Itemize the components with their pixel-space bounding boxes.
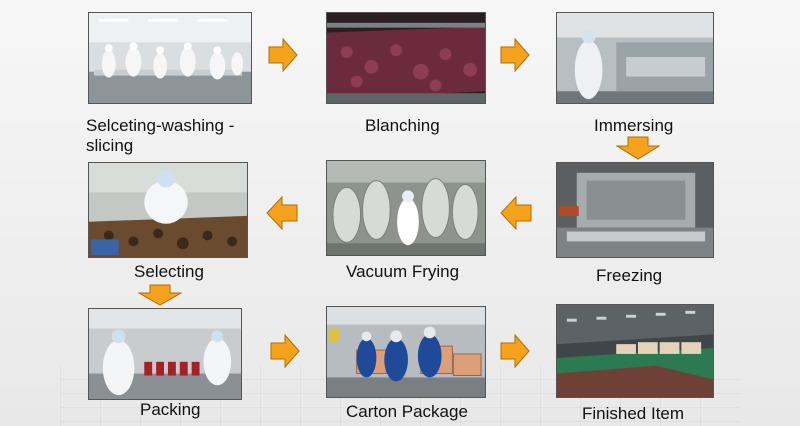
step-label: Immersing (594, 116, 674, 135)
step-label: Selceting-washing - slicing (86, 116, 235, 155)
step-label: Finished Item (582, 404, 685, 423)
photo-packing (88, 308, 242, 400)
step-label: Vacuum Frying (346, 262, 460, 281)
photo-vacuum-frying (326, 160, 486, 256)
step-label: Freezing (596, 266, 663, 285)
arrow-right-icon (268, 38, 298, 72)
arrow-left-icon (500, 196, 532, 230)
arrow-down-icon (138, 284, 182, 306)
arrow-right-icon (500, 38, 530, 72)
arrow-down-icon (616, 136, 660, 160)
photo-freezing (556, 162, 714, 258)
photo-selecting (88, 162, 248, 258)
photo-finished-item (556, 304, 714, 398)
photo-selecting-washing-slicing (88, 12, 252, 104)
photo-blanching (326, 12, 486, 104)
step-label: Blanching (365, 116, 440, 135)
arrow-right-icon (270, 334, 300, 368)
step-label: Selecting (134, 262, 204, 281)
step-label: Packing (140, 400, 201, 419)
step-label: Carton Package (346, 402, 468, 421)
photo-carton-package (326, 306, 486, 398)
photo-immersing (556, 12, 714, 104)
arrow-right-icon (500, 334, 530, 368)
arrow-left-icon (266, 196, 298, 230)
